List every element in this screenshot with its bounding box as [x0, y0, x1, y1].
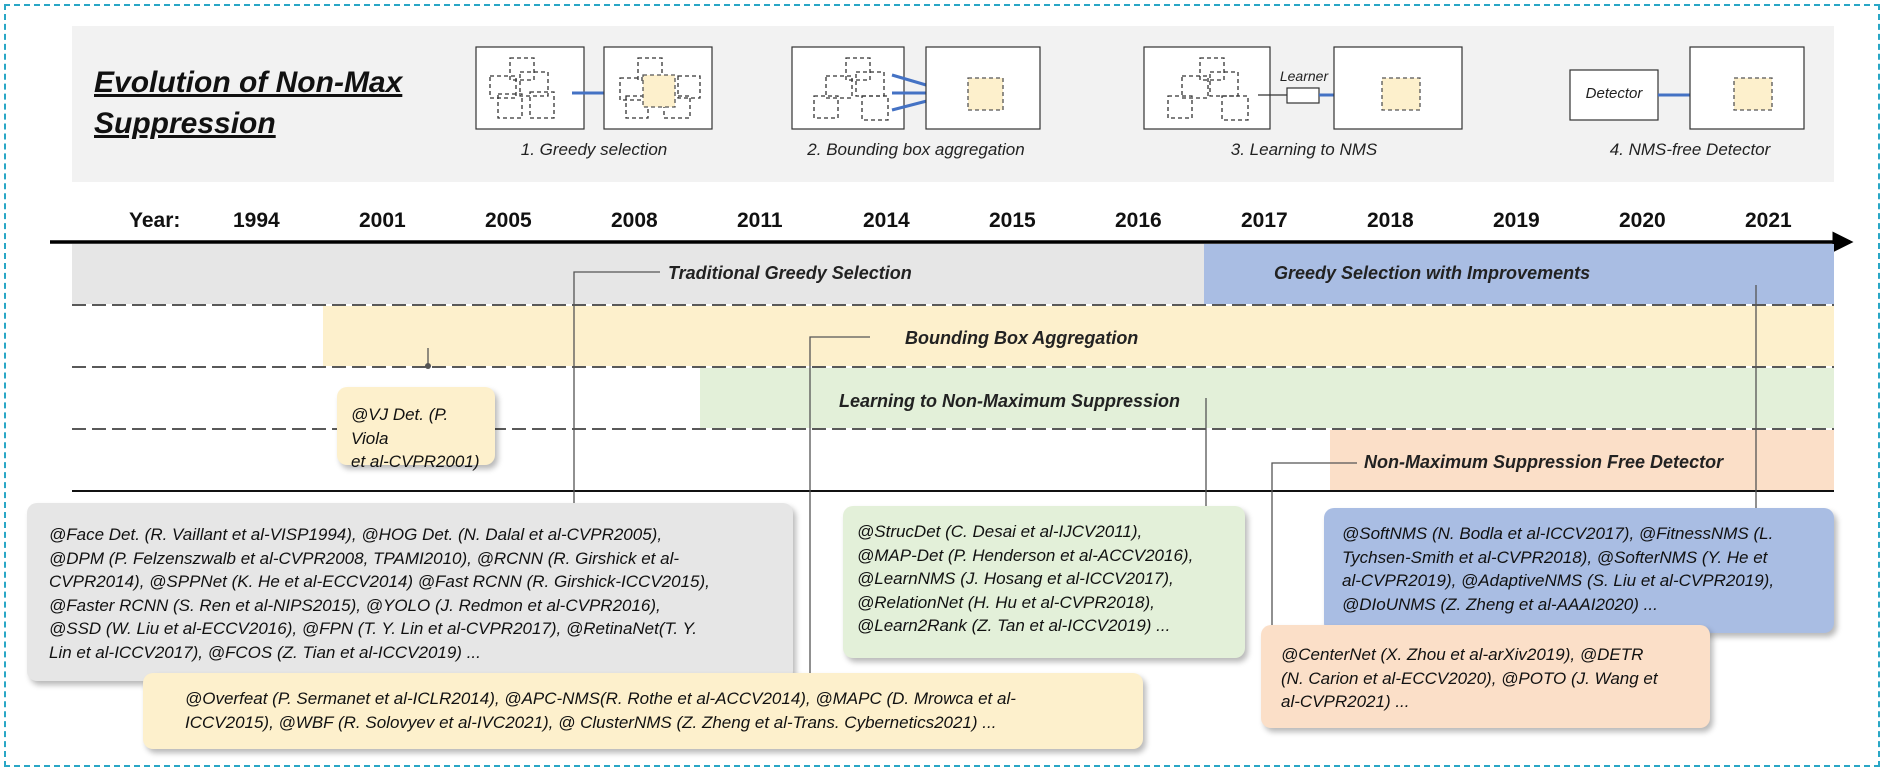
- aggregation-illustration: [791, 46, 1041, 130]
- vj-detector-box: @VJ Det. (P. Viola et al-CVPR2001): [337, 387, 495, 471]
- traditional-band: [72, 244, 1204, 304]
- detector-label: Detector: [1585, 85, 1643, 102]
- year-tick: 2020: [1619, 209, 1666, 232]
- band-label-improvements: Greedy Selection with Improvements: [1274, 263, 1591, 283]
- step-label-nms-free: 4. NMS-free Detector: [1609, 140, 1771, 159]
- improvements-methods-box: @SoftNMS (N. Bodla et al-ICCV2017), @Fit…: [1324, 508, 1834, 633]
- step-label-learning: 3. Learning to NMS: [1230, 140, 1378, 159]
- year-tick: 2001: [359, 209, 406, 232]
- step-label-aggregation: 2. Bounding box aggregation: [807, 140, 1025, 159]
- year-tick: 2018: [1367, 209, 1414, 232]
- learner-label: Learner: [1279, 68, 1329, 84]
- year-tick: 1994: [233, 209, 280, 232]
- year-tick: 2016: [1115, 209, 1162, 232]
- step-label-greedy: 1. Greedy selection: [520, 140, 668, 159]
- nms-free-band: [1330, 430, 1834, 490]
- year-tick: 2008: [611, 209, 658, 232]
- improvements-band: [1204, 244, 1834, 304]
- band-label-learning: Learning to Non-Maximum Suppression: [839, 391, 1181, 411]
- learning-nms-illustration: [1143, 46, 1463, 130]
- year-tick: 2011: [737, 209, 783, 232]
- traditional-methods-box: @Face Det. (R. Vaillant et al-VISP1994),…: [27, 503, 793, 681]
- learning-methods-box: @StrucDet (C. Desai et al-IJCV2011), @MA…: [843, 506, 1245, 658]
- band-label-traditional: Traditional Greedy Selection: [668, 263, 912, 283]
- aggregation-methods-box: @Overfeat (P. Sermanet et al-ICLR2014), …: [143, 673, 1143, 749]
- learning-band: [700, 368, 1834, 428]
- year-tick: 2005: [485, 209, 532, 232]
- year-axis-label: Year:: [129, 209, 181, 232]
- year-tick: 2014: [863, 209, 910, 232]
- diagram-title: Evolution of Non-Max Suppression: [94, 66, 403, 140]
- year-tick: 2015: [989, 209, 1036, 232]
- band-label-nms-free: Non-Maximum Suppression Free Detector: [1364, 452, 1724, 472]
- year-tick: 2017: [1241, 209, 1288, 232]
- year-tick: 2021: [1745, 209, 1792, 232]
- year-tick: 2019: [1493, 209, 1540, 232]
- aggregation-band: [323, 306, 1834, 366]
- nms-free-illustration: [1569, 46, 1805, 130]
- greedy-selection-illustration: [475, 46, 713, 130]
- nms-free-methods-box: @CenterNet (X. Zhou et al-arXiv2019), @D…: [1261, 625, 1710, 728]
- diagram-frame: [4, 4, 1880, 767]
- band-label-aggregation: Bounding Box Aggregation: [905, 328, 1139, 348]
